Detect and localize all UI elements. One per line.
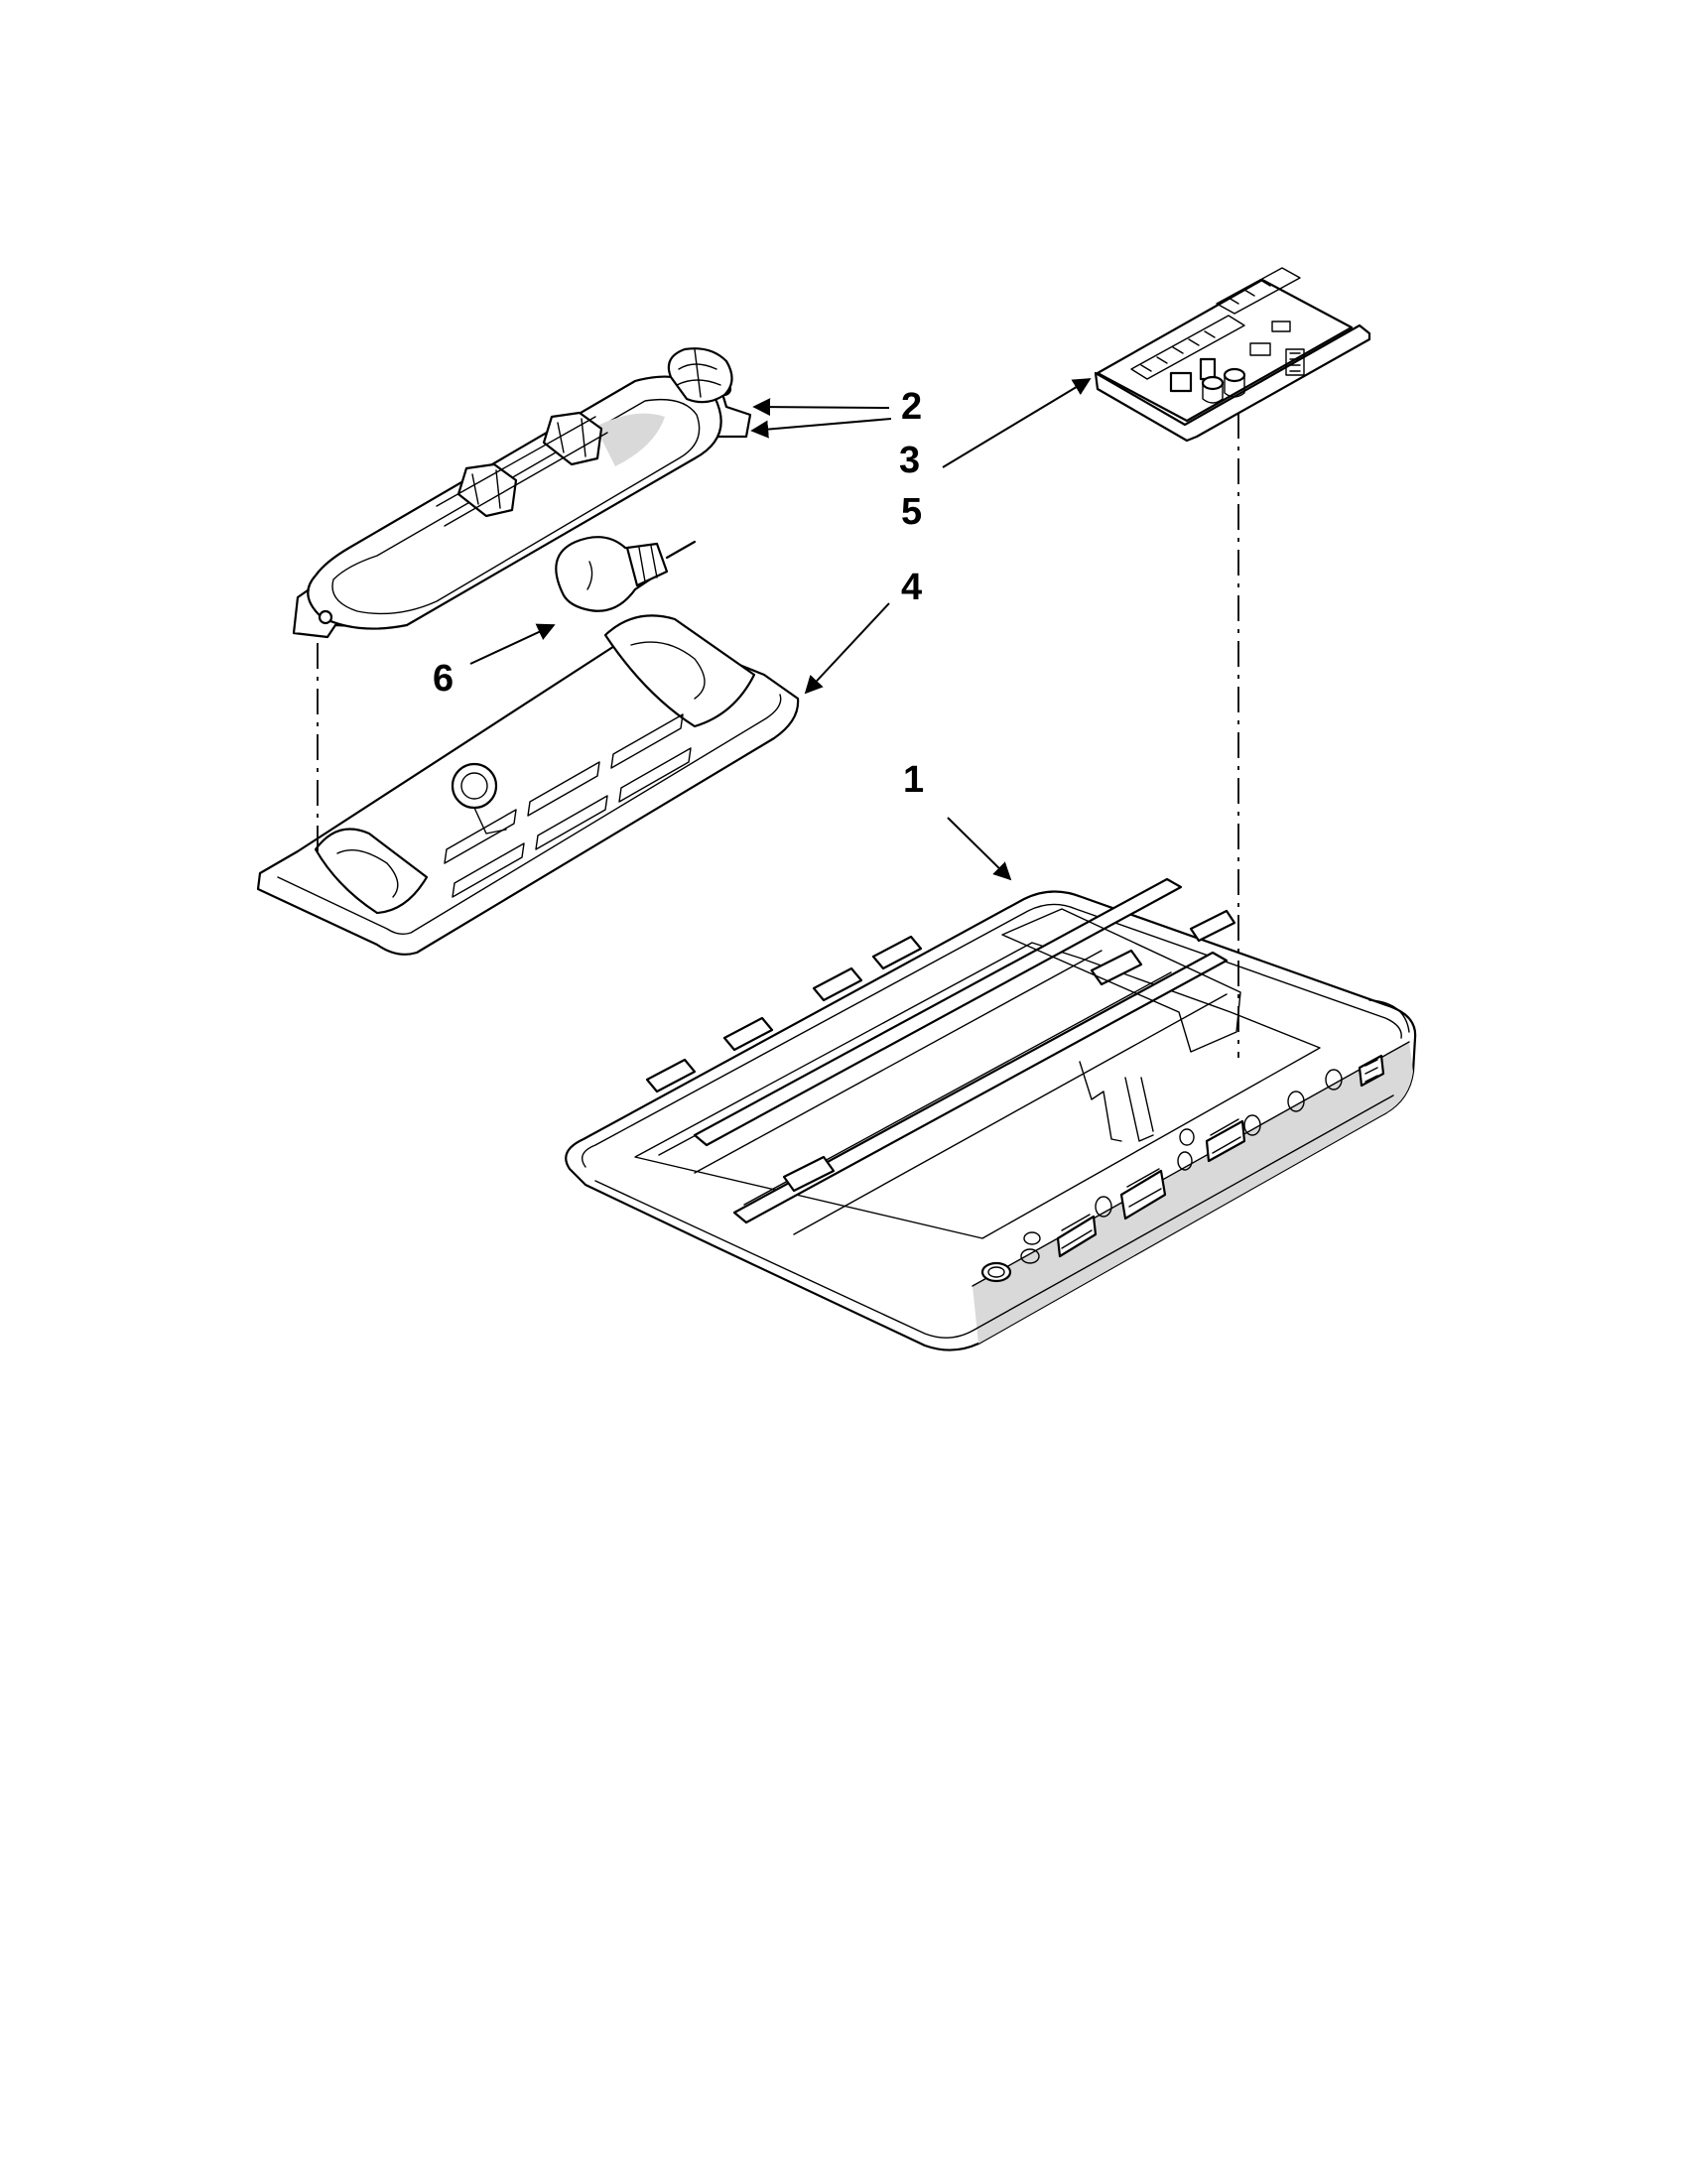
callouts: 1 2 3 4 5 6 xyxy=(433,386,924,801)
callout-2: 2 xyxy=(901,386,922,428)
callout-4: 4 xyxy=(901,567,922,608)
part-6-bulb xyxy=(555,536,697,612)
callout-5: 5 xyxy=(901,491,922,533)
part-3-circuit-board xyxy=(1094,267,1371,443)
callout-6: 6 xyxy=(433,658,454,700)
part-4-light-tray xyxy=(256,614,800,956)
callout-3: 3 xyxy=(899,440,920,481)
part-2-light-housing xyxy=(292,365,752,639)
leader-arrows xyxy=(469,378,1092,881)
leader-arrow-3 xyxy=(942,378,1092,468)
leader-arrow-1 xyxy=(947,817,1012,881)
leader-arrow-5 xyxy=(752,398,890,417)
part-1-console-frame xyxy=(565,877,1417,1351)
callout-1: 1 xyxy=(903,759,924,801)
leader-arrow-4 xyxy=(804,602,890,695)
leader-arrow-2 xyxy=(750,418,892,439)
leader-arrow-6 xyxy=(469,623,556,665)
part-5-socket xyxy=(667,347,733,404)
alignment-lines xyxy=(317,413,1239,1058)
